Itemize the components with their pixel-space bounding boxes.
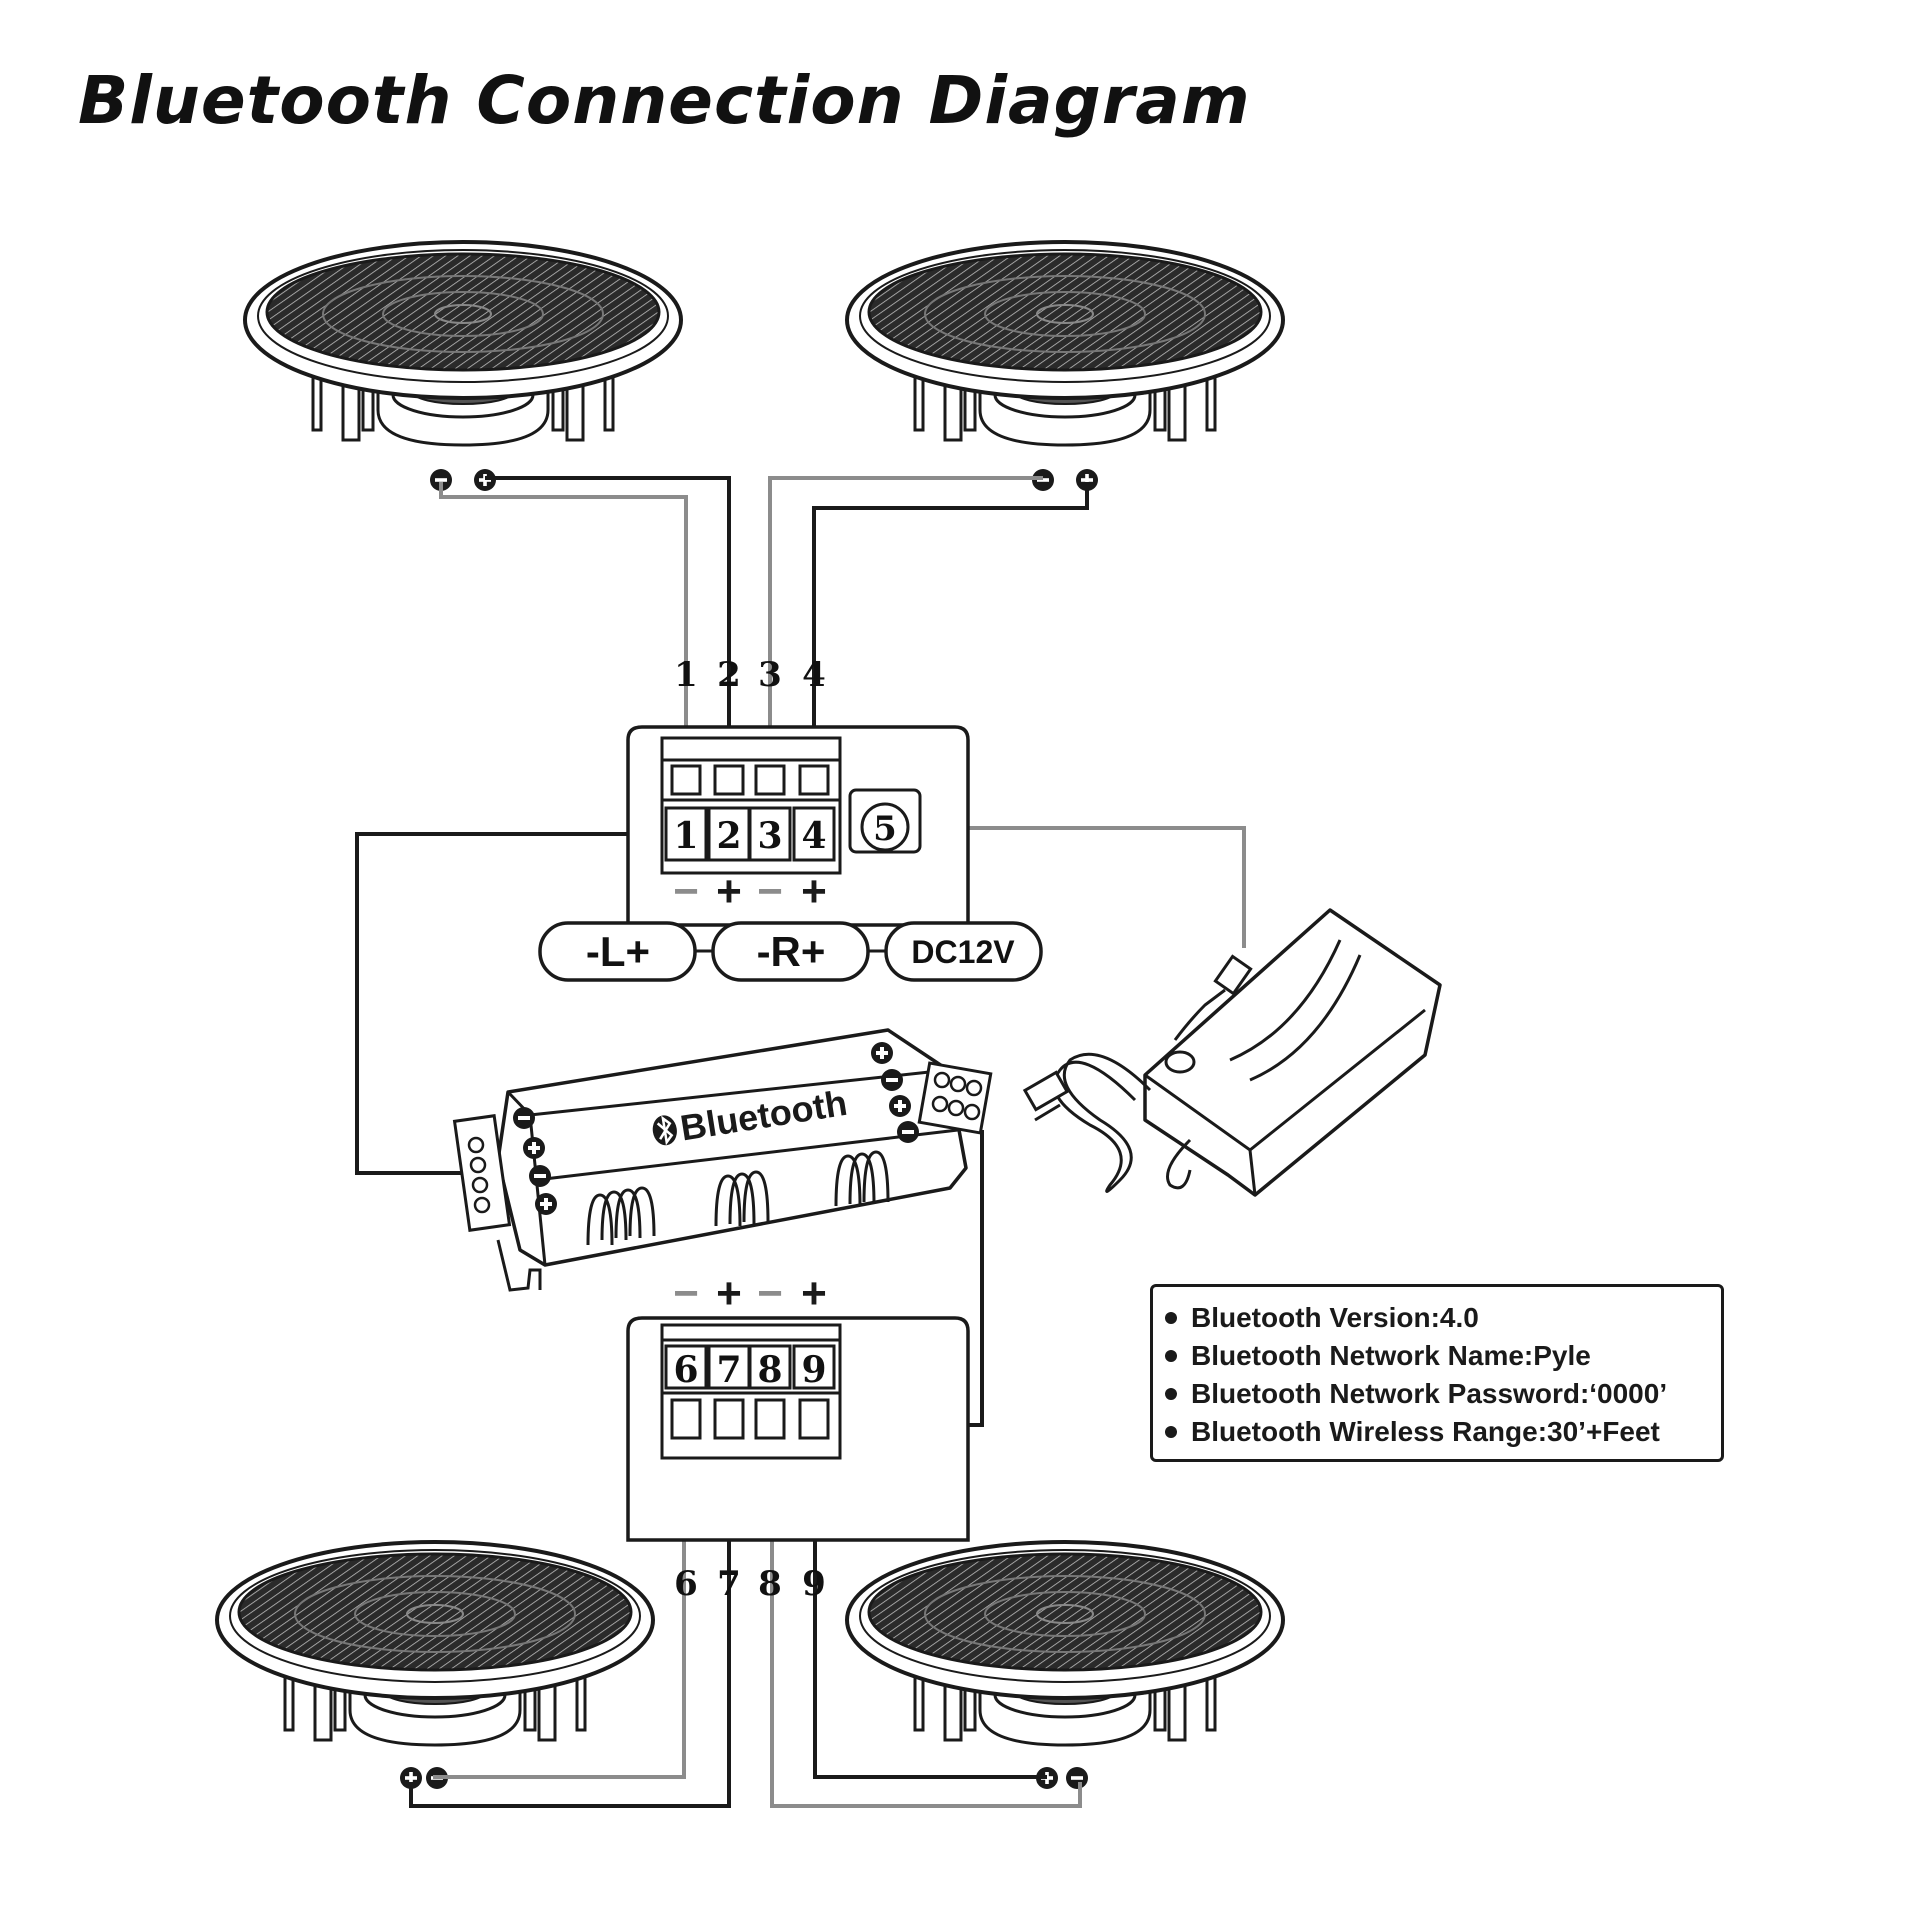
top-screw-slot: [670, 764, 702, 796]
spec-bluetooth-version: Bluetooth Version:4.0: [1191, 1302, 1479, 1333]
wire-input-to-amp: [355, 832, 628, 1175]
bullet-icon: [1165, 1425, 1177, 1438]
top-wire-number: 3: [758, 655, 782, 695]
top-wire-number: 4: [802, 655, 826, 695]
top-polarity-mark: +: [801, 867, 827, 916]
bottom-screw-slot: [798, 1398, 830, 1440]
bottom-terminal-number: 8: [757, 1349, 782, 1391]
top-terminal-box: [707, 806, 751, 862]
wire-1: [439, 482, 688, 790]
bullet-icon: [1165, 1349, 1177, 1362]
spec-network-name: Bluetooth Network Name:Pyle: [1191, 1340, 1591, 1371]
bottom-screw-slot: [754, 1398, 786, 1440]
top-wire-number: 1: [674, 655, 698, 695]
power-port-icon: [860, 802, 910, 852]
top-terminal-number: 2: [716, 815, 741, 857]
top-terminal-number: 4: [801, 815, 826, 857]
tag-left-channel: -L+: [586, 928, 650, 975]
channel-tags: -L+ -R+ DC12V: [538, 921, 1043, 982]
bluetooth-amplifier: Bluetooth: [452, 1028, 993, 1292]
top-polarity-mark: −: [757, 867, 783, 916]
top-terminal-box: [748, 806, 792, 862]
speaker-top-left: [243, 240, 683, 491]
top-screw-slot: [754, 764, 786, 796]
top-terminal-number: 1: [673, 815, 698, 857]
top-terminal-number: 3: [757, 815, 782, 857]
top-screw-slot: [798, 764, 830, 796]
bottom-terminal-box: [748, 1344, 792, 1390]
speaker-bottom-left: [215, 1540, 655, 1789]
power-adapter: [1022, 908, 1442, 1197]
bottom-polarity-mark: +: [801, 1269, 827, 1318]
bottom-terminal-box: [792, 1344, 836, 1390]
top-terminal-box: [792, 806, 836, 862]
bottom-terminal-number: 7: [716, 1349, 741, 1391]
spec-item: Bluetooth Network Name:Pyle: [1163, 1337, 1711, 1375]
wire-8: [770, 1410, 1082, 1808]
top-polarity-mark: −: [673, 867, 699, 916]
wire-4: [812, 482, 1089, 790]
wire-3: [768, 476, 1043, 790]
bottom-screw-slot: [670, 1398, 702, 1440]
speaker-top-right: [845, 240, 1285, 491]
top-terminal-box: [664, 806, 708, 862]
bottom-wire-number: 6: [674, 1564, 698, 1604]
bottom-terminal-number: 9: [801, 1349, 826, 1391]
tag-dc12v: DC12V: [911, 934, 1015, 970]
bottom-wire-number: 7: [717, 1564, 741, 1604]
spec-wireless-range: Bluetooth Wireless Range:30’+Feet: [1191, 1416, 1660, 1447]
bullet-icon: [1165, 1311, 1177, 1324]
speaker-bottom-right: [845, 1540, 1285, 1789]
bottom-polarity-mark: −: [757, 1269, 783, 1318]
spec-item: Bluetooth Version:4.0: [1163, 1299, 1711, 1337]
top-polarity-mark: +: [716, 867, 742, 916]
tag-right-channel: -R+: [757, 928, 826, 975]
spec-network-password: Bluetooth Network Password:‘0000’: [1191, 1378, 1668, 1409]
bottom-polarity-mark: +: [716, 1269, 742, 1318]
bottom-wire-number: 8: [758, 1564, 782, 1604]
bullet-icon: [1165, 1387, 1177, 1400]
top-screw-slot: [713, 764, 745, 796]
wire-2: [485, 476, 731, 790]
bottom-terminal-box: [664, 1344, 708, 1390]
wire-dc-power: [903, 826, 1246, 948]
spec-item: Bluetooth Wireless Range:30’+Feet: [1163, 1413, 1711, 1451]
diagram-title: Bluetooth Connection Diagram: [78, 62, 1251, 139]
top-wire-number: 2: [717, 655, 741, 695]
spec-item: Bluetooth Network Password:‘0000’: [1163, 1375, 1711, 1413]
spec-list-box: Bluetooth Version:4.0 Bluetooth Network …: [1150, 1284, 1724, 1462]
bottom-wire-number: 9: [802, 1564, 826, 1604]
power-port-label: 5: [873, 809, 897, 849]
wire-output-to-amp: [968, 1130, 984, 1427]
bottom-terminal-box: [707, 1344, 751, 1390]
speaker-terminal-minus-icon: [1066, 1767, 1088, 1789]
bottom-polarity-mark: −: [673, 1269, 699, 1318]
wire-7: [409, 1410, 731, 1808]
bottom-terminal-number: 6: [673, 1349, 698, 1391]
bottom-screw-slot: [713, 1398, 745, 1440]
